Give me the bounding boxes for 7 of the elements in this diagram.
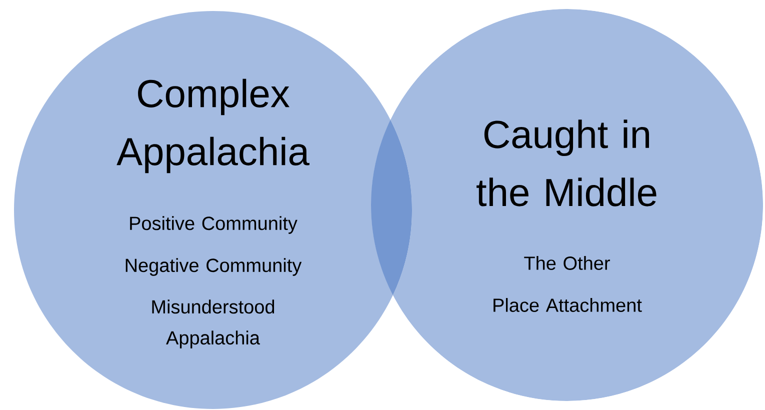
heading: Complex Appalachia	[116, 78, 310, 174]
item-text: Place Attachment	[494, 298, 642, 312]
item-text: Negative Community	[126, 258, 302, 276]
item-text: Misunderstood Appalachia	[152, 300, 274, 348]
item-text: The Other	[524, 256, 610, 270]
item-text: Positive Community	[130, 216, 298, 234]
heading: Caught in the Middle	[476, 120, 656, 206]
